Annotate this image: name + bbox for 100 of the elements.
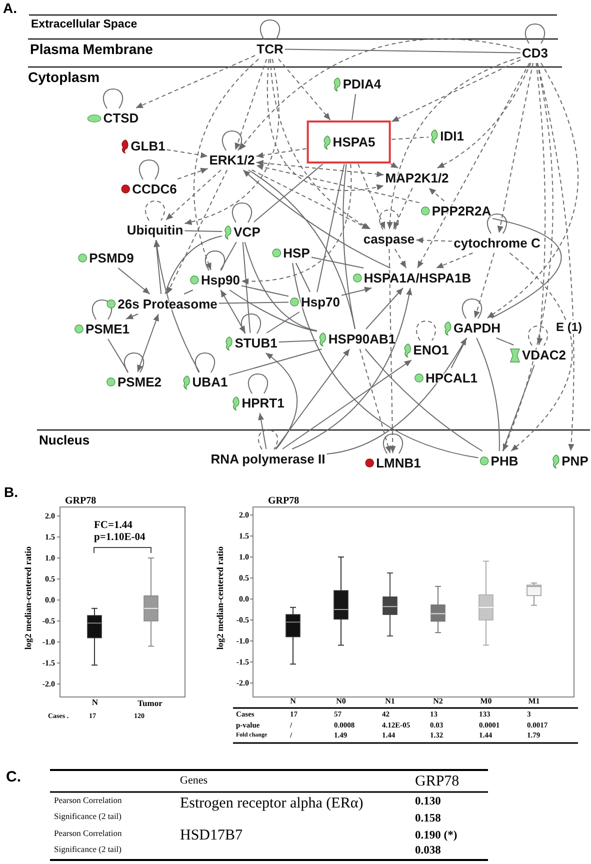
arrow [393,188,413,230]
arrow [251,170,370,230]
node-label: PHB [490,454,518,468]
node-label: PSME1 [85,322,130,336]
self-loop [138,160,160,180]
self-loop [222,130,242,151]
node-label: HSP [283,246,310,260]
self-loop [258,430,278,450]
tick-label: -1.0 [236,636,249,646]
tick-label: 1.5 [239,531,249,541]
node-label: PPP2R2A [432,204,492,218]
table-cell: 0.158 [415,812,441,826]
annotation-text: FC=1.44 [94,519,132,532]
arrow [436,62,532,168]
node-label: Hsp90 [200,272,240,288]
table-cell: Estrogen receptor alpha (ERα) [180,795,364,813]
node-label: PSMD9 [89,250,134,266]
arrow [220,290,246,334]
annotation-text: p=1.10E-04 [94,532,146,544]
node-label: CTSD [103,110,139,126]
self-loop [486,214,508,234]
arrow [256,160,384,178]
node-label: ERK1/2 [209,152,255,168]
arrow [270,58,371,230]
table-cell: 0.190 (*) [415,829,458,843]
arrow [388,248,396,454]
connector-line [491,218,562,318]
arrow [509,252,573,452]
connector-line [241,285,289,297]
arrow [292,288,412,450]
connector-line [364,348,483,452]
arrow [358,164,386,230]
row-header: Significance (2 tail) [54,812,122,822]
arrow [266,58,384,192]
table-cell: 0.038 [415,844,441,858]
self-loop [92,300,112,320]
node-label: LMNB1 [376,456,421,470]
connector-line [248,170,356,330]
self-loop [102,88,124,109]
node-label: TCR [256,42,284,56]
self-loop [462,298,482,319]
chart-title: GRP78 [268,494,300,506]
axis-title: log2 median-centered ratio [22,546,34,650]
node-label: CCDC6 [132,182,177,196]
self-loop [382,434,404,454]
connector-line [284,48,521,54]
connector-line [229,290,318,332]
tick-label: 0.0 [45,595,55,605]
arrow [394,248,407,268]
arrow [537,62,574,452]
arrow [486,62,578,318]
connector-line [496,338,514,346]
arrow [193,58,260,270]
self-loop [144,200,166,221]
table-cell: 0.130 [415,795,441,809]
tick-label: -2.0 [236,678,249,688]
node-label: GLB1 [130,138,166,154]
tick-label: -1.0 [42,637,55,647]
self-loop [248,374,268,394]
row-header: Pearson Correlation [54,828,122,838]
arrow [274,348,350,450]
arrow [126,313,138,320]
table-cell: HSD17B7 [180,826,243,844]
arrow [241,164,352,284]
connector-line [108,338,128,372]
arrow [416,237,453,244]
connector-line [450,338,468,368]
compartment-label: Nucleus [39,434,90,448]
tick-label: -1.5 [236,657,249,667]
arrow [359,348,392,454]
arrow [166,170,228,294]
arrow [341,286,372,296]
node-label: PSME2 [117,374,162,390]
arrow [282,360,412,450]
node-label: HPRT1 [242,396,284,410]
column-header: M0 [480,696,492,706]
tick-label: -2.0 [42,679,55,689]
arrow [436,252,474,268]
self-loop [204,250,226,271]
arrow [428,188,445,202]
tick-label: 0.5 [45,574,55,584]
self-loop [524,24,546,44]
node-label: ENO1 [413,342,449,358]
chart-title: GRP78 [65,495,96,507]
connector-line [218,302,289,304]
node-label: VDAC2 [522,348,566,362]
node-label: VCP [234,224,260,240]
arrow [154,240,162,294]
self-loop [124,352,144,373]
category-label: N [92,698,98,708]
arrow [238,38,521,150]
connector-line [316,164,345,292]
tick-label: -0.5 [42,616,55,626]
tick-label: -1.5 [42,658,55,668]
arrow [391,59,521,122]
tick-label: 1.0 [45,553,55,563]
column-header: Genes [180,774,208,788]
self-loop [194,352,216,373]
panel-letter: A. [3,0,17,16]
row-header: Significance (2 tail) [54,845,122,855]
